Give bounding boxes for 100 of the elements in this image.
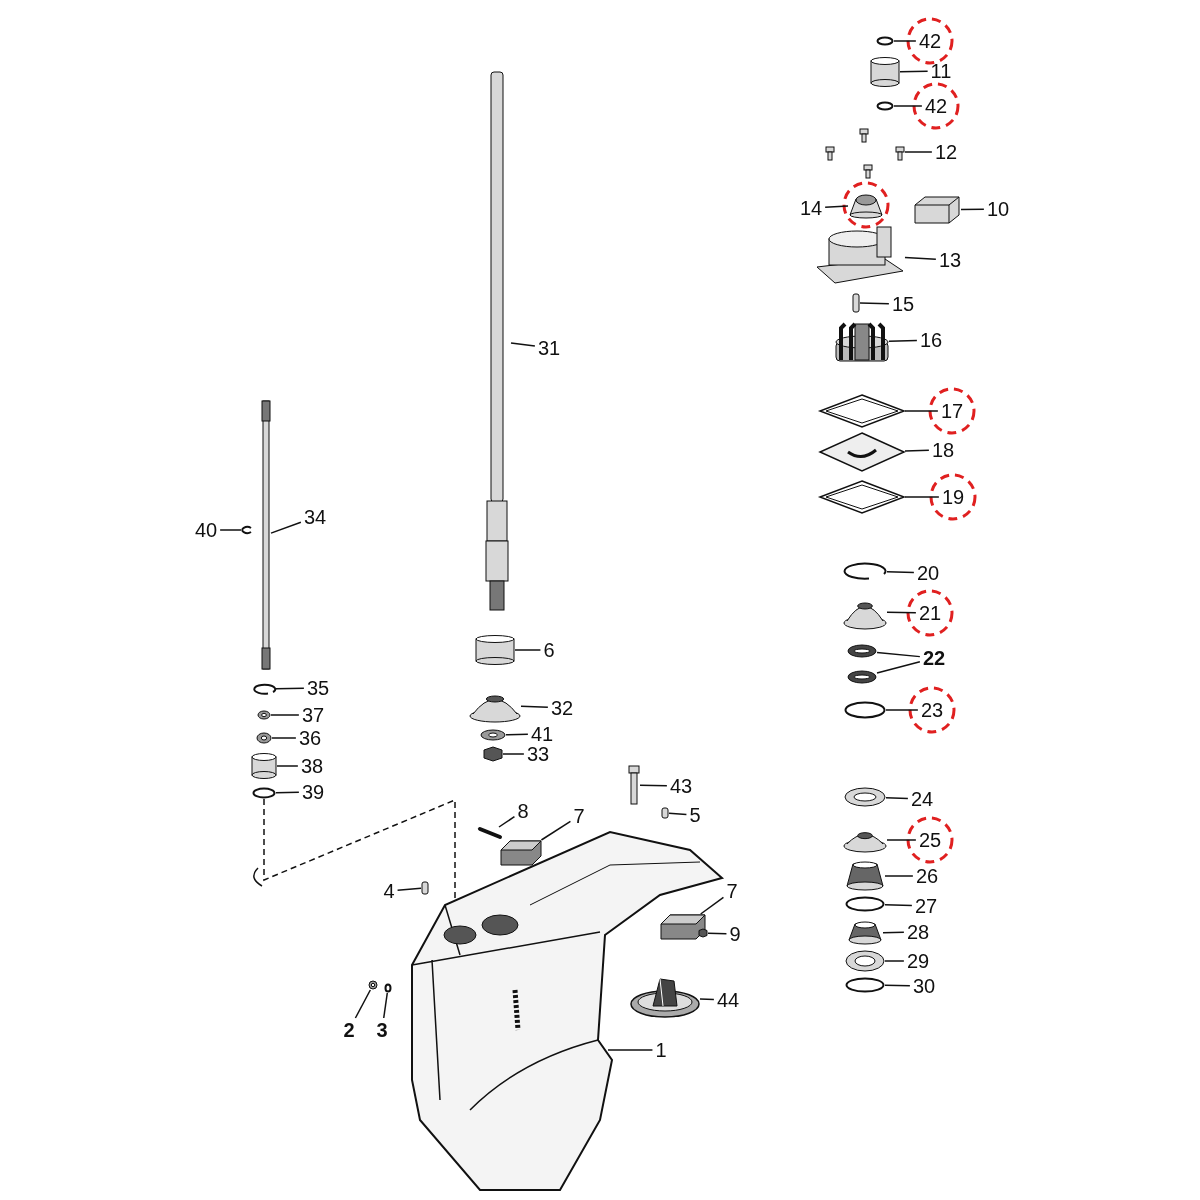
driveshaft-drawing xyxy=(483,71,511,611)
callout-number: 42 xyxy=(924,96,948,116)
leader-line xyxy=(886,839,917,841)
leader-line xyxy=(859,302,890,305)
o-ring-drawing xyxy=(844,701,886,719)
gasket-drawing xyxy=(819,480,905,514)
o-ring-drawing xyxy=(876,36,894,46)
callout-number: 7 xyxy=(726,881,738,901)
callout-number: 3 xyxy=(376,1020,388,1040)
callout-number: 32 xyxy=(550,698,574,718)
leader-line xyxy=(498,815,516,828)
callout-number: 17 xyxy=(940,401,964,421)
leader-line xyxy=(824,205,849,208)
o-ring-drawing xyxy=(384,983,392,993)
leader-line xyxy=(382,992,389,1019)
tapered-bearing-drawing xyxy=(845,860,885,892)
leader-line xyxy=(354,989,372,1019)
snap-ring-drawing xyxy=(843,562,887,580)
pad-drawing xyxy=(500,840,542,866)
callout-number: 14 xyxy=(799,198,823,218)
leader-line xyxy=(275,687,305,690)
pin-drawing xyxy=(478,827,502,839)
leader-line xyxy=(510,342,536,347)
leader-line xyxy=(876,651,921,658)
leader-line xyxy=(505,733,529,736)
leader-line xyxy=(884,984,911,987)
leader-line xyxy=(514,649,542,651)
callout-number: 41 xyxy=(530,724,554,744)
leader-line xyxy=(270,714,300,716)
callout-number: 6 xyxy=(543,640,555,660)
callout-number: 44 xyxy=(716,990,740,1010)
leader-line xyxy=(885,797,909,800)
leader-line xyxy=(270,521,302,534)
callout-number: 35 xyxy=(306,678,330,698)
leader-line xyxy=(893,105,923,107)
callout-number: 4 xyxy=(383,881,395,901)
leader-line xyxy=(639,784,668,787)
leader-line xyxy=(396,887,422,892)
pin-drawing xyxy=(661,807,669,819)
plate-drawing xyxy=(819,432,905,472)
callout-number: 42 xyxy=(918,31,942,51)
washer-drawing xyxy=(368,980,378,990)
leader-line xyxy=(904,449,930,452)
leader-line xyxy=(886,611,917,614)
callout-number: 36 xyxy=(298,728,322,748)
callout-number: 8 xyxy=(517,801,529,821)
anode-drawing xyxy=(630,977,700,1019)
gasket-drawing xyxy=(819,394,905,428)
leader-line xyxy=(219,529,242,531)
callout-number: 33 xyxy=(526,744,550,764)
leader-line xyxy=(893,40,917,42)
callout-number: 16 xyxy=(919,330,943,350)
nut-drawing xyxy=(483,746,503,762)
leader-line xyxy=(886,570,915,574)
callout-number: 12 xyxy=(934,142,958,162)
shift-shaft-drawing xyxy=(261,400,271,670)
pad-drawing xyxy=(660,914,706,940)
callout-number: 28 xyxy=(906,922,930,942)
leader-line xyxy=(904,151,933,153)
leader-line xyxy=(884,960,905,962)
callout-number: 22 xyxy=(922,648,946,668)
leader-line xyxy=(699,896,725,915)
leader-line xyxy=(904,256,937,260)
bolt-drawing xyxy=(628,765,640,805)
leader-line xyxy=(271,737,297,739)
leader-line xyxy=(888,339,918,342)
leader-line xyxy=(904,410,939,412)
callout-number: 15 xyxy=(891,294,915,314)
leader-line xyxy=(540,820,572,841)
leader-line xyxy=(882,931,905,934)
leader-line xyxy=(960,208,985,211)
callout-number: 21 xyxy=(918,603,942,623)
leader-line xyxy=(502,753,525,755)
nut-drawing xyxy=(698,928,708,938)
leader-line xyxy=(899,70,929,73)
callout-number: 11 xyxy=(930,61,952,81)
washer-drawing xyxy=(256,732,272,744)
callout-number: 9 xyxy=(729,924,741,944)
bearing-drawing xyxy=(847,670,877,684)
leader-line xyxy=(884,903,913,907)
callout-number: 27 xyxy=(914,896,938,916)
callout-number: 29 xyxy=(906,951,930,971)
callout-number: 39 xyxy=(301,782,325,802)
o-ring-drawing xyxy=(876,101,894,111)
leader-line xyxy=(276,765,299,767)
insert-drawing xyxy=(913,195,961,225)
o-ring-drawing xyxy=(252,787,276,799)
bushing-drawing xyxy=(251,753,277,779)
o-ring-drawing xyxy=(845,977,885,993)
leader-line xyxy=(275,791,300,794)
washer-drawing xyxy=(480,729,506,741)
seal-drawing xyxy=(848,191,884,219)
callout-number: 37 xyxy=(301,705,325,725)
callout-number: 10 xyxy=(986,199,1010,219)
callout-number: 23 xyxy=(920,700,944,720)
callout-number: 5 xyxy=(689,805,701,825)
retainer-drawing xyxy=(844,787,886,807)
leader-line xyxy=(699,998,715,1001)
callout-number: 1 xyxy=(655,1040,667,1060)
tapered-bearing-drawing xyxy=(847,920,883,946)
